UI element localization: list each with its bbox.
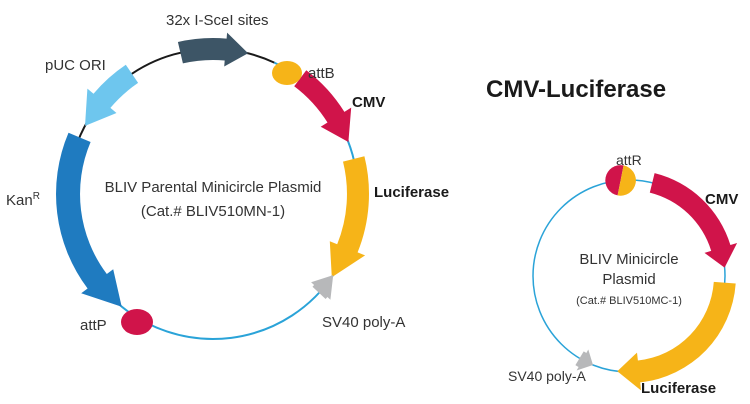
isce1-sites-arrow: [177, 32, 249, 67]
attr-site: [605, 165, 636, 196]
attr-right-half: [617, 165, 636, 196]
attr-left-half: [605, 165, 624, 196]
minicircle-plasmid: CMV-Luciferase attR CMV Luciferase SV40 …: [486, 76, 738, 397]
parental-catalog-number: (Cat.# BLIV510MN-1): [141, 203, 285, 220]
puc-ori-arrow: [85, 64, 139, 126]
label-isce1-sites: 32x I-SceI sites: [166, 12, 269, 29]
label-puc-ori: pUC ORI: [45, 57, 106, 74]
attb-site: [272, 61, 302, 85]
parental-luciferase-arrow: [329, 156, 369, 278]
parental-cmv-arrow: [294, 70, 352, 142]
label-minicircle-luciferase: Luciferase: [641, 380, 716, 397]
minicircle-cmv-arrow: [649, 173, 738, 268]
minicircle-name-line2: Plasmid: [602, 271, 655, 288]
label-parental-polya: SV40 poly-A: [322, 314, 405, 331]
minicircle-name-line1: BLIV Minicircle: [579, 251, 678, 268]
label-attp: attP: [80, 317, 107, 334]
minicircle-catalog-number: (Cat.# BLIV510MC-1): [576, 295, 682, 307]
label-minicircle-polya: SV40 poly-A: [508, 368, 586, 384]
label-kan: KanR: [6, 191, 40, 209]
minicircle-polya-arrow: [575, 349, 593, 371]
label-parental-cmv: CMV: [352, 94, 385, 111]
minicircle-luciferase-arrow: [617, 281, 736, 391]
label-attr: attR: [616, 152, 642, 168]
parental-plasmid: 32x I-SceI sites pUC ORI KanR attB CMV L…: [6, 12, 449, 340]
label-attb: attB: [308, 65, 335, 82]
parental-plasmid-name: BLIV Parental Minicircle Plasmid: [105, 179, 322, 196]
minicircle-backbone: [532, 179, 726, 373]
label-parental-luciferase: Luciferase: [374, 184, 449, 201]
attp-site: [121, 309, 153, 335]
minicircle-title: CMV-Luciferase: [486, 76, 666, 103]
label-minicircle-cmv: CMV: [705, 191, 738, 208]
parental-polya-arrow: [311, 275, 334, 300]
kan-resistance-arrow: [56, 132, 122, 307]
